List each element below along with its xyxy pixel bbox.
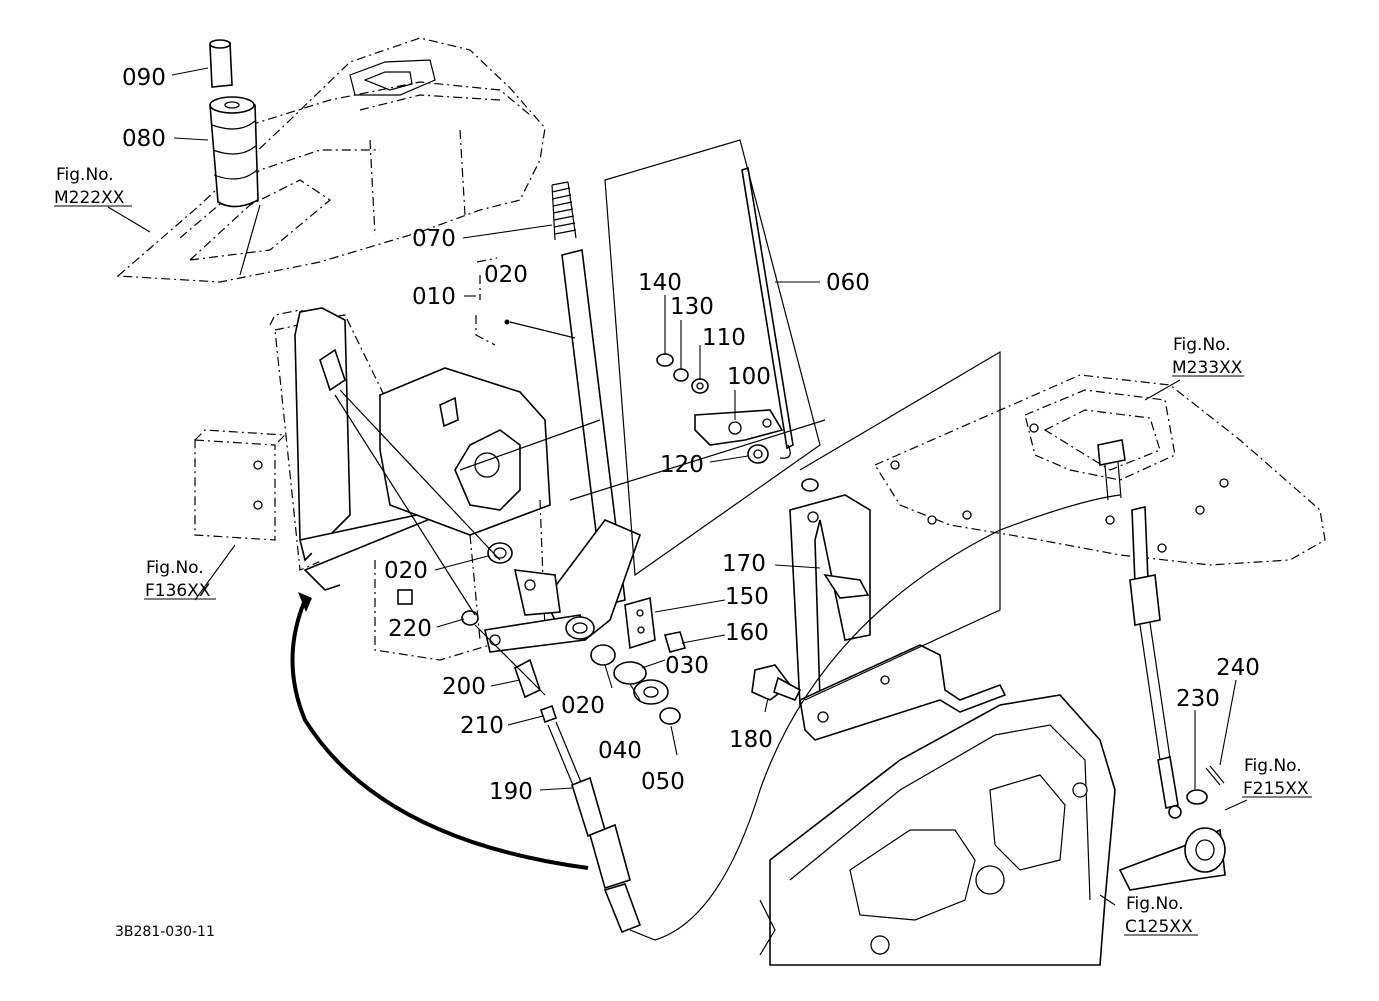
ref-f215-prefix: Fig.No. <box>1244 756 1302 776</box>
ref-f136-prefix: Fig.No. <box>146 558 204 578</box>
cable-right <box>1129 506 1182 819</box>
label-020-top: 020 <box>484 262 528 288</box>
ref-c125-prefix: Fig.No. <box>1126 894 1184 914</box>
spring-070 <box>551 181 577 241</box>
ref-m233-prefix: Fig.No. <box>1173 335 1231 355</box>
nut-220 <box>461 610 479 626</box>
label-160: 160 <box>725 620 769 646</box>
shift-lever <box>484 249 642 653</box>
console-panel-outline <box>116 37 546 283</box>
lever-bracket-assembly <box>294 307 551 661</box>
ref-c125-code: C125XX <box>1125 917 1193 937</box>
bolt-180 <box>751 664 802 702</box>
label-220: 220 <box>388 616 432 642</box>
label-020-low: 020 <box>561 693 605 719</box>
label-110: 110 <box>702 325 746 351</box>
link-100 <box>694 409 784 446</box>
ref-m222-code: M222XX <box>54 188 125 208</box>
arm-right <box>1118 827 1226 891</box>
label-040: 040 <box>598 738 642 764</box>
cable-routing-arrowhead <box>298 592 312 612</box>
cable-routing-arrow <box>290 599 589 870</box>
drawing-code: 3B281-030-11 <box>115 924 215 940</box>
ref-f136-code: F136XX <box>145 581 211 601</box>
rod-plate-frame <box>604 139 821 577</box>
leader-lines <box>107 67 1248 906</box>
plate-150 <box>624 596 656 650</box>
label-130: 130 <box>670 294 714 320</box>
label-240: 240 <box>1216 655 1260 681</box>
bracket-frame <box>799 350 1001 701</box>
ref-m222-prefix: Fig.No. <box>56 165 114 185</box>
label-190: 190 <box>489 779 533 805</box>
collar-020-upper <box>487 542 513 564</box>
label-030: 030 <box>665 653 709 679</box>
label-170: 170 <box>722 551 766 577</box>
floor-plate-outline <box>874 374 1326 566</box>
rod-060 <box>741 166 794 459</box>
label-070: 070 <box>412 226 456 252</box>
label-230: 230 <box>1176 686 1220 712</box>
label-150: 150 <box>725 584 769 610</box>
label-080: 080 <box>122 126 166 152</box>
bracket-170 <box>789 478 1007 741</box>
clip-050 <box>659 707 681 725</box>
ref-m233-code: M233XX <box>1172 358 1243 378</box>
label-140: 140 <box>638 270 682 296</box>
label-010: 010 <box>412 284 456 310</box>
pin-240 <box>1205 765 1225 786</box>
washer-230 <box>1186 789 1208 805</box>
ref-f215-code: F215XX <box>1243 779 1309 799</box>
label-100: 100 <box>727 364 771 390</box>
label-210: 210 <box>460 713 504 739</box>
label-120: 120 <box>660 452 704 478</box>
cap-090 <box>209 39 233 88</box>
bolt-160 <box>663 631 687 653</box>
label-180: 180 <box>729 727 773 753</box>
label-200: 200 <box>442 674 486 700</box>
washer-040 <box>633 679 669 705</box>
washer-030 <box>613 661 647 685</box>
label-090: 090 <box>122 65 166 91</box>
cable-190 <box>514 494 1121 941</box>
transmission-case-outline <box>759 694 1116 966</box>
bolt-right <box>1097 439 1126 501</box>
collar-020-lower <box>590 644 616 666</box>
washers-110-140 <box>656 353 769 464</box>
label-060: 060 <box>826 270 870 296</box>
knob-080 <box>209 96 259 208</box>
label-020-mid: 020 <box>384 558 428 584</box>
label-050: 050 <box>641 769 685 795</box>
